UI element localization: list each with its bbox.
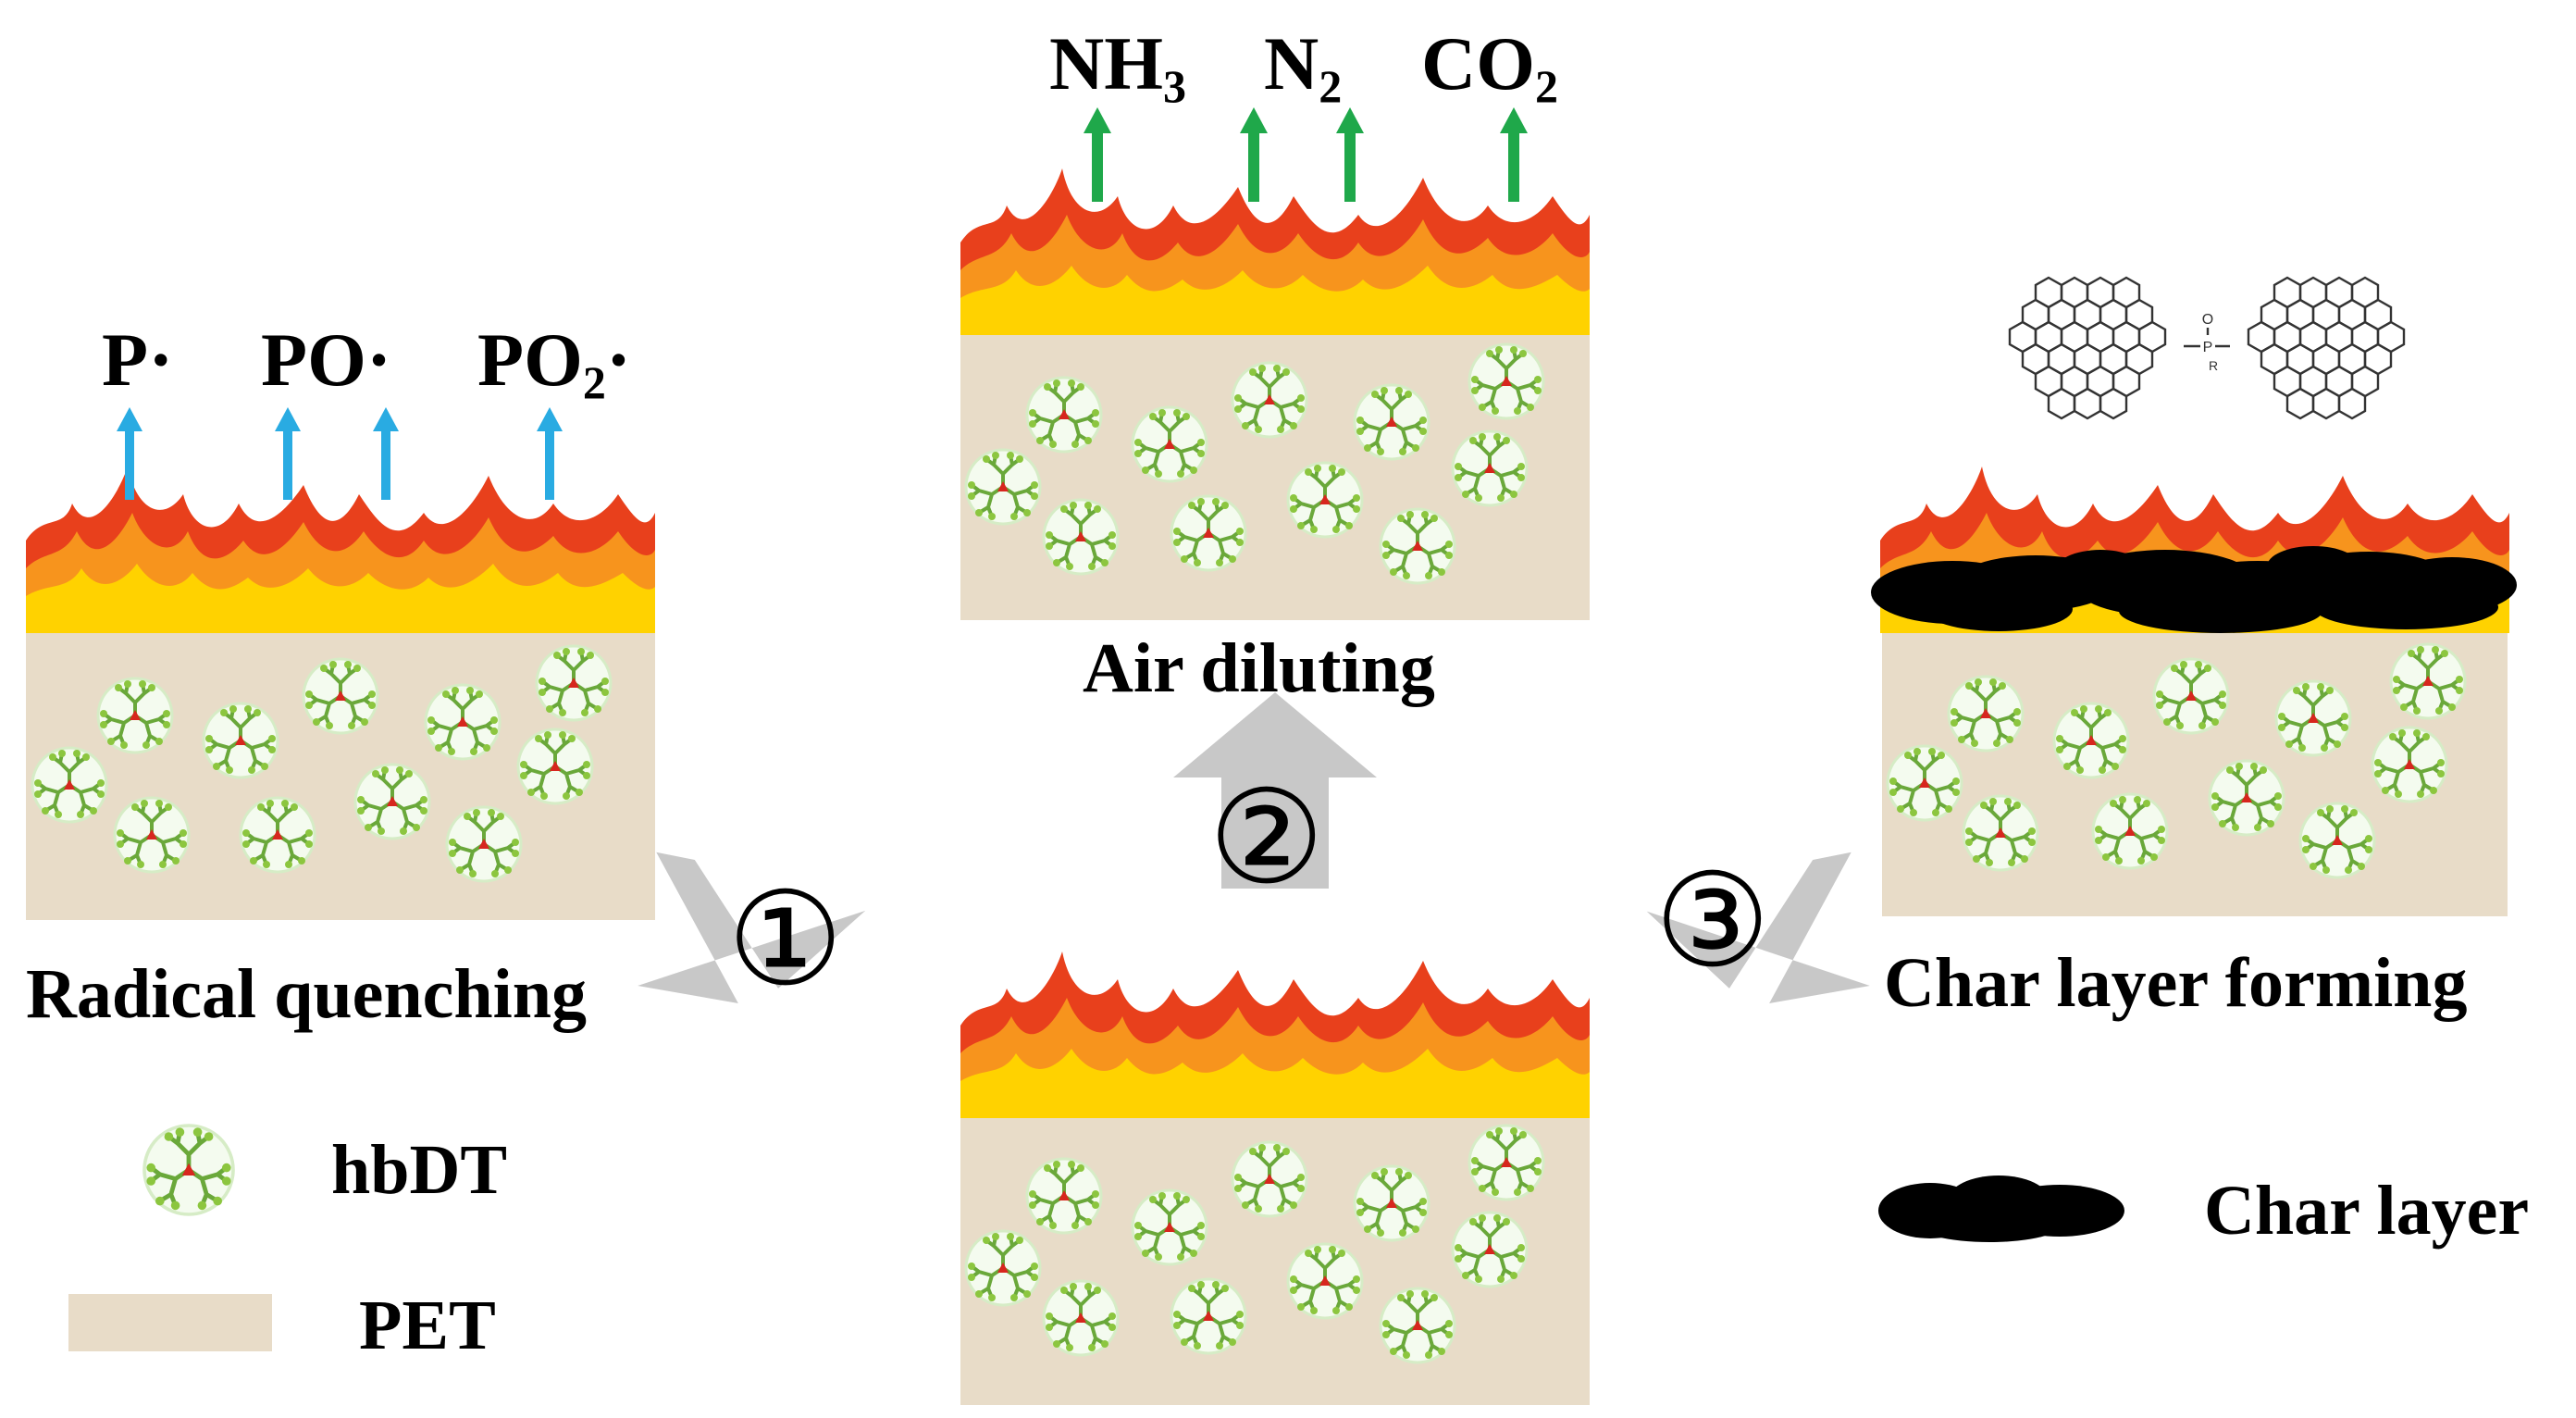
air-diluting-panel xyxy=(960,107,1590,620)
radical-quenching-title: Radical quenching xyxy=(26,955,588,1033)
legend-char-swatch xyxy=(1878,1175,2124,1242)
char-atom-o: O xyxy=(2202,312,2213,328)
char-atom-r: R xyxy=(2209,358,2218,373)
graphene-sheet-left xyxy=(2008,276,2167,420)
flames-left xyxy=(26,466,655,633)
legend-hbdt-swatch xyxy=(144,1126,233,1214)
radical-release-arrows xyxy=(117,407,563,500)
char-structure: O P R xyxy=(2008,276,2406,420)
flames-top xyxy=(960,168,1590,335)
step-arrow-1 xyxy=(638,852,866,1003)
species-nh3: NH3 xyxy=(1049,21,1186,112)
step-arrow-3 xyxy=(1646,852,1870,1003)
legend-pet-swatch xyxy=(68,1294,272,1351)
flames-bottom xyxy=(960,952,1590,1118)
species-po2-radical: PO2· xyxy=(477,317,632,408)
step-number-3: ③ xyxy=(1654,846,1771,997)
step-number-1: ① xyxy=(727,864,844,1015)
species-co2: CO2 xyxy=(1421,21,1558,112)
char-atom-p: P xyxy=(2203,340,2213,355)
radical-quenching-panel xyxy=(26,407,655,920)
base-material-panel xyxy=(960,952,1590,1405)
step-number-2: ② xyxy=(1208,763,1325,914)
step-arrow-2 xyxy=(1173,692,1377,889)
char-layer-panel: O P R xyxy=(1871,276,2517,916)
legend-hbdt-label: hbDT xyxy=(331,1131,508,1209)
air-diluting-title: Air diluting xyxy=(1083,629,1435,707)
char-layer-forming-title: Char layer forming xyxy=(1884,944,2468,1022)
legend-char-label: Char layer xyxy=(2204,1172,2530,1250)
species-n2: N2 xyxy=(1264,21,1343,112)
graphene-sheet-right xyxy=(2247,276,2406,420)
species-p-radical: P· xyxy=(102,317,174,402)
species-po-radical: PO· xyxy=(261,317,392,402)
gas-release-arrows xyxy=(1084,107,1528,202)
char-clouds-right xyxy=(1871,546,2517,633)
legend-pet-label: PET xyxy=(359,1287,496,1364)
